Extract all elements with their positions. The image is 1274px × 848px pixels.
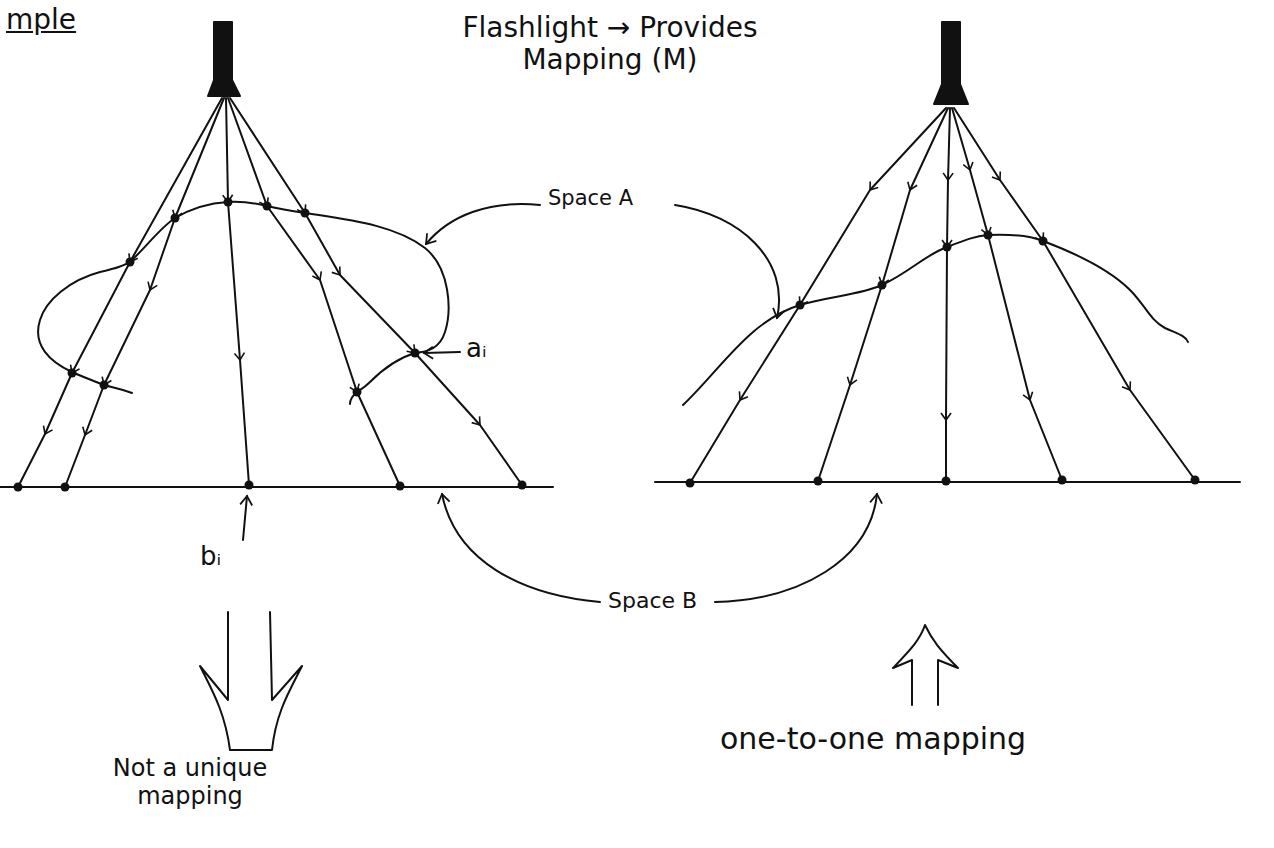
space-label: Space B: [608, 588, 697, 613]
point-label: bᵢ: [200, 542, 221, 572]
point-label: aᵢ: [466, 334, 487, 364]
note-label: Not a unique mapping: [80, 755, 300, 810]
title: Flashlight → Provides Mapping (M): [420, 12, 800, 76]
space-label: Space A: [548, 186, 633, 210]
note-label: one-to-one mapping: [720, 722, 1260, 757]
section-heading: mple: [6, 4, 76, 36]
